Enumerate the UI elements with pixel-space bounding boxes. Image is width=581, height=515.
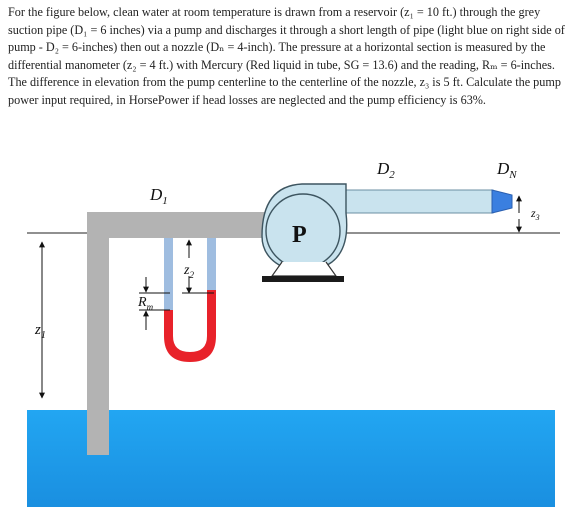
svg-text:Rm: Rm xyxy=(137,295,154,312)
pump-label: P xyxy=(292,222,307,248)
suction-pipe xyxy=(87,212,269,455)
svg-text:z1: z1 xyxy=(34,322,46,341)
rm-dimension: Rm xyxy=(137,277,170,330)
svg-text:D1: D1 xyxy=(149,185,168,207)
mercury-column xyxy=(164,290,216,362)
reservoir-water xyxy=(27,410,555,507)
svg-text:z3: z3 xyxy=(530,206,540,222)
svg-text:D2: D2 xyxy=(376,159,395,181)
z1-dimension: z1 xyxy=(34,241,46,399)
z1-label: z xyxy=(34,322,41,338)
z1-subscript: 1 xyxy=(41,330,46,341)
pump: P xyxy=(261,183,348,282)
svg-text:DN: DN xyxy=(496,159,517,181)
rm-label: R xyxy=(137,295,147,310)
z2-subscript: 2 xyxy=(189,270,194,280)
pump-system-diagram: P z1 z2 Rm z3 D1 D2 xyxy=(27,159,560,507)
d2-label: D xyxy=(376,159,390,178)
svg-text:z2: z2 xyxy=(183,263,194,280)
nozzle xyxy=(491,189,513,214)
z3-subscript: 3 xyxy=(535,213,540,222)
d1-label: D xyxy=(149,185,163,204)
z3-dimension: z3 xyxy=(516,195,540,233)
dn-subscript: N xyxy=(508,169,517,181)
z2-dimension: z2 xyxy=(182,239,214,294)
manometer xyxy=(164,238,216,362)
dn-label: D xyxy=(496,159,510,178)
discharge-pipe xyxy=(344,189,513,214)
rm-subscript: m xyxy=(147,302,154,312)
d1-subscript: 1 xyxy=(162,195,168,207)
d2-subscript: 2 xyxy=(389,169,395,181)
problem-statement: For the figure below, clean water at roo… xyxy=(8,5,565,107)
z3-label: z xyxy=(530,206,536,220)
z2-label: z xyxy=(183,263,190,278)
